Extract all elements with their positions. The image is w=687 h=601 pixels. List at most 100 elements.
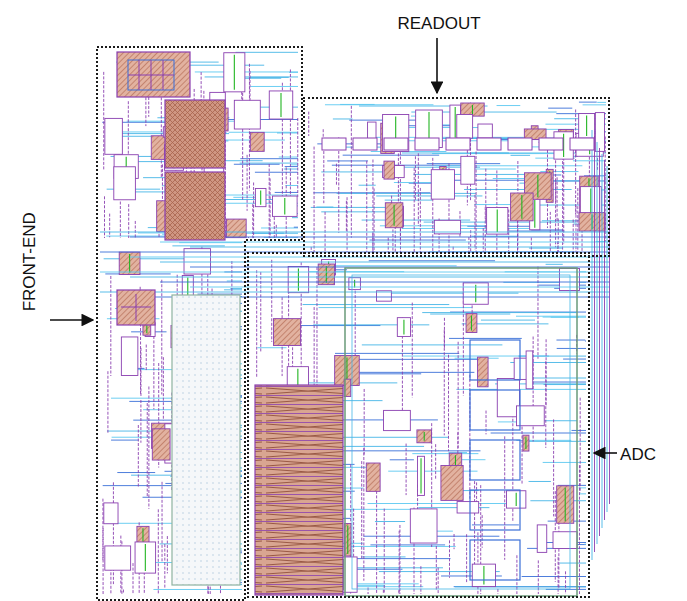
transistor-cell <box>234 100 260 129</box>
metal-wire <box>224 160 263 161</box>
poly-wire <box>575 206 576 252</box>
poly-wire <box>545 361 546 448</box>
poly-wire <box>163 357 164 420</box>
poly-wire <box>368 588 369 594</box>
poly-wire <box>140 400 141 443</box>
metal-wire <box>368 503 518 504</box>
active-line <box>145 544 146 571</box>
transistor-cell <box>507 491 526 508</box>
register-cell <box>539 138 563 150</box>
poly-wire <box>314 147 315 252</box>
adc-core-outline <box>345 268 577 596</box>
empty-area <box>172 295 240 585</box>
metal-wire <box>172 245 224 246</box>
register-cell <box>570 138 594 150</box>
poly-wire <box>158 509 159 594</box>
poly-wire <box>120 202 121 238</box>
transistor-cell <box>104 503 118 524</box>
active-line <box>420 458 421 493</box>
transistor-cell <box>135 542 156 573</box>
metal-wire <box>375 521 405 522</box>
poly-wire <box>562 157 563 252</box>
metal-wire <box>455 358 499 359</box>
poly-wire <box>436 546 437 591</box>
poly-wire <box>297 118 298 197</box>
poly-wire <box>454 534 455 549</box>
poly-wire <box>553 419 554 516</box>
poly-wire <box>557 177 558 222</box>
bus-wire <box>160 242 610 243</box>
metal-wire <box>153 589 242 590</box>
metal-wire <box>319 307 472 308</box>
transistor-cell <box>224 53 245 92</box>
transistor-cell <box>526 351 533 389</box>
block-label: ADC <box>618 445 658 465</box>
metal-wire <box>362 556 406 557</box>
circuit-region: FRONT-END <box>97 47 302 600</box>
metal-wire <box>370 544 445 545</box>
register-cell <box>446 138 470 150</box>
poly-wire <box>308 112 309 136</box>
metal-wire <box>321 171 388 172</box>
poly-wire <box>444 318 445 350</box>
metal-wire <box>390 459 414 460</box>
active-line <box>525 437 526 449</box>
active-line <box>403 320 404 335</box>
bus-wire <box>592 130 593 560</box>
metal-wire <box>369 240 465 241</box>
metal-wire <box>303 304 450 305</box>
poly-wire <box>580 398 581 493</box>
metal-wire <box>340 104 375 105</box>
poly-wire <box>276 225 277 238</box>
poly-wire <box>399 525 400 594</box>
poly-wire <box>384 509 385 594</box>
poly-wire <box>147 403 148 498</box>
metal-wire <box>285 185 298 186</box>
active-line <box>534 200 535 228</box>
adc-module <box>470 390 520 430</box>
active-line <box>234 55 235 90</box>
transistor-cell <box>366 463 380 491</box>
register-cell <box>384 138 408 150</box>
metal-wire <box>321 211 389 212</box>
poly-wire <box>486 411 487 435</box>
active-line <box>590 189 591 216</box>
metal-wire <box>543 317 579 318</box>
metal-wire <box>292 217 298 218</box>
poly-wire <box>128 204 129 238</box>
active-line <box>586 116 587 137</box>
metal-wire <box>585 341 586 342</box>
poly-wire <box>555 181 556 202</box>
transistor-cell <box>417 430 432 443</box>
block-label: READOUT <box>395 14 482 34</box>
metal-wire <box>497 105 521 106</box>
active-line <box>326 266 327 283</box>
active-line <box>284 198 285 214</box>
metal-wire <box>529 481 551 482</box>
poly-wire <box>364 389 365 455</box>
metal-wire <box>250 86 298 87</box>
poly-wire <box>485 207 486 252</box>
metal-wire <box>335 353 459 354</box>
circuit-region: READOUT <box>303 97 610 257</box>
poly-wire <box>107 371 108 433</box>
poly-wire <box>110 276 111 376</box>
metal-wire <box>337 193 476 194</box>
transistor-cell <box>384 161 394 179</box>
transistor-cell <box>431 170 454 199</box>
metal-wire <box>240 163 298 164</box>
adc-module <box>470 340 520 380</box>
transistor-cell <box>478 124 492 138</box>
metal-wire <box>261 227 298 228</box>
metal-wire <box>285 166 298 167</box>
transistor-cell <box>487 207 508 234</box>
adc-module <box>470 440 520 480</box>
poly-wire <box>135 221 136 238</box>
metal-wire <box>227 280 242 281</box>
metal-wire <box>255 172 298 173</box>
capacitor-block <box>117 52 190 97</box>
poly-wire <box>338 137 339 232</box>
capacitor-array <box>255 385 343 595</box>
transistor-cell <box>105 546 131 570</box>
poly-wire <box>133 563 134 594</box>
